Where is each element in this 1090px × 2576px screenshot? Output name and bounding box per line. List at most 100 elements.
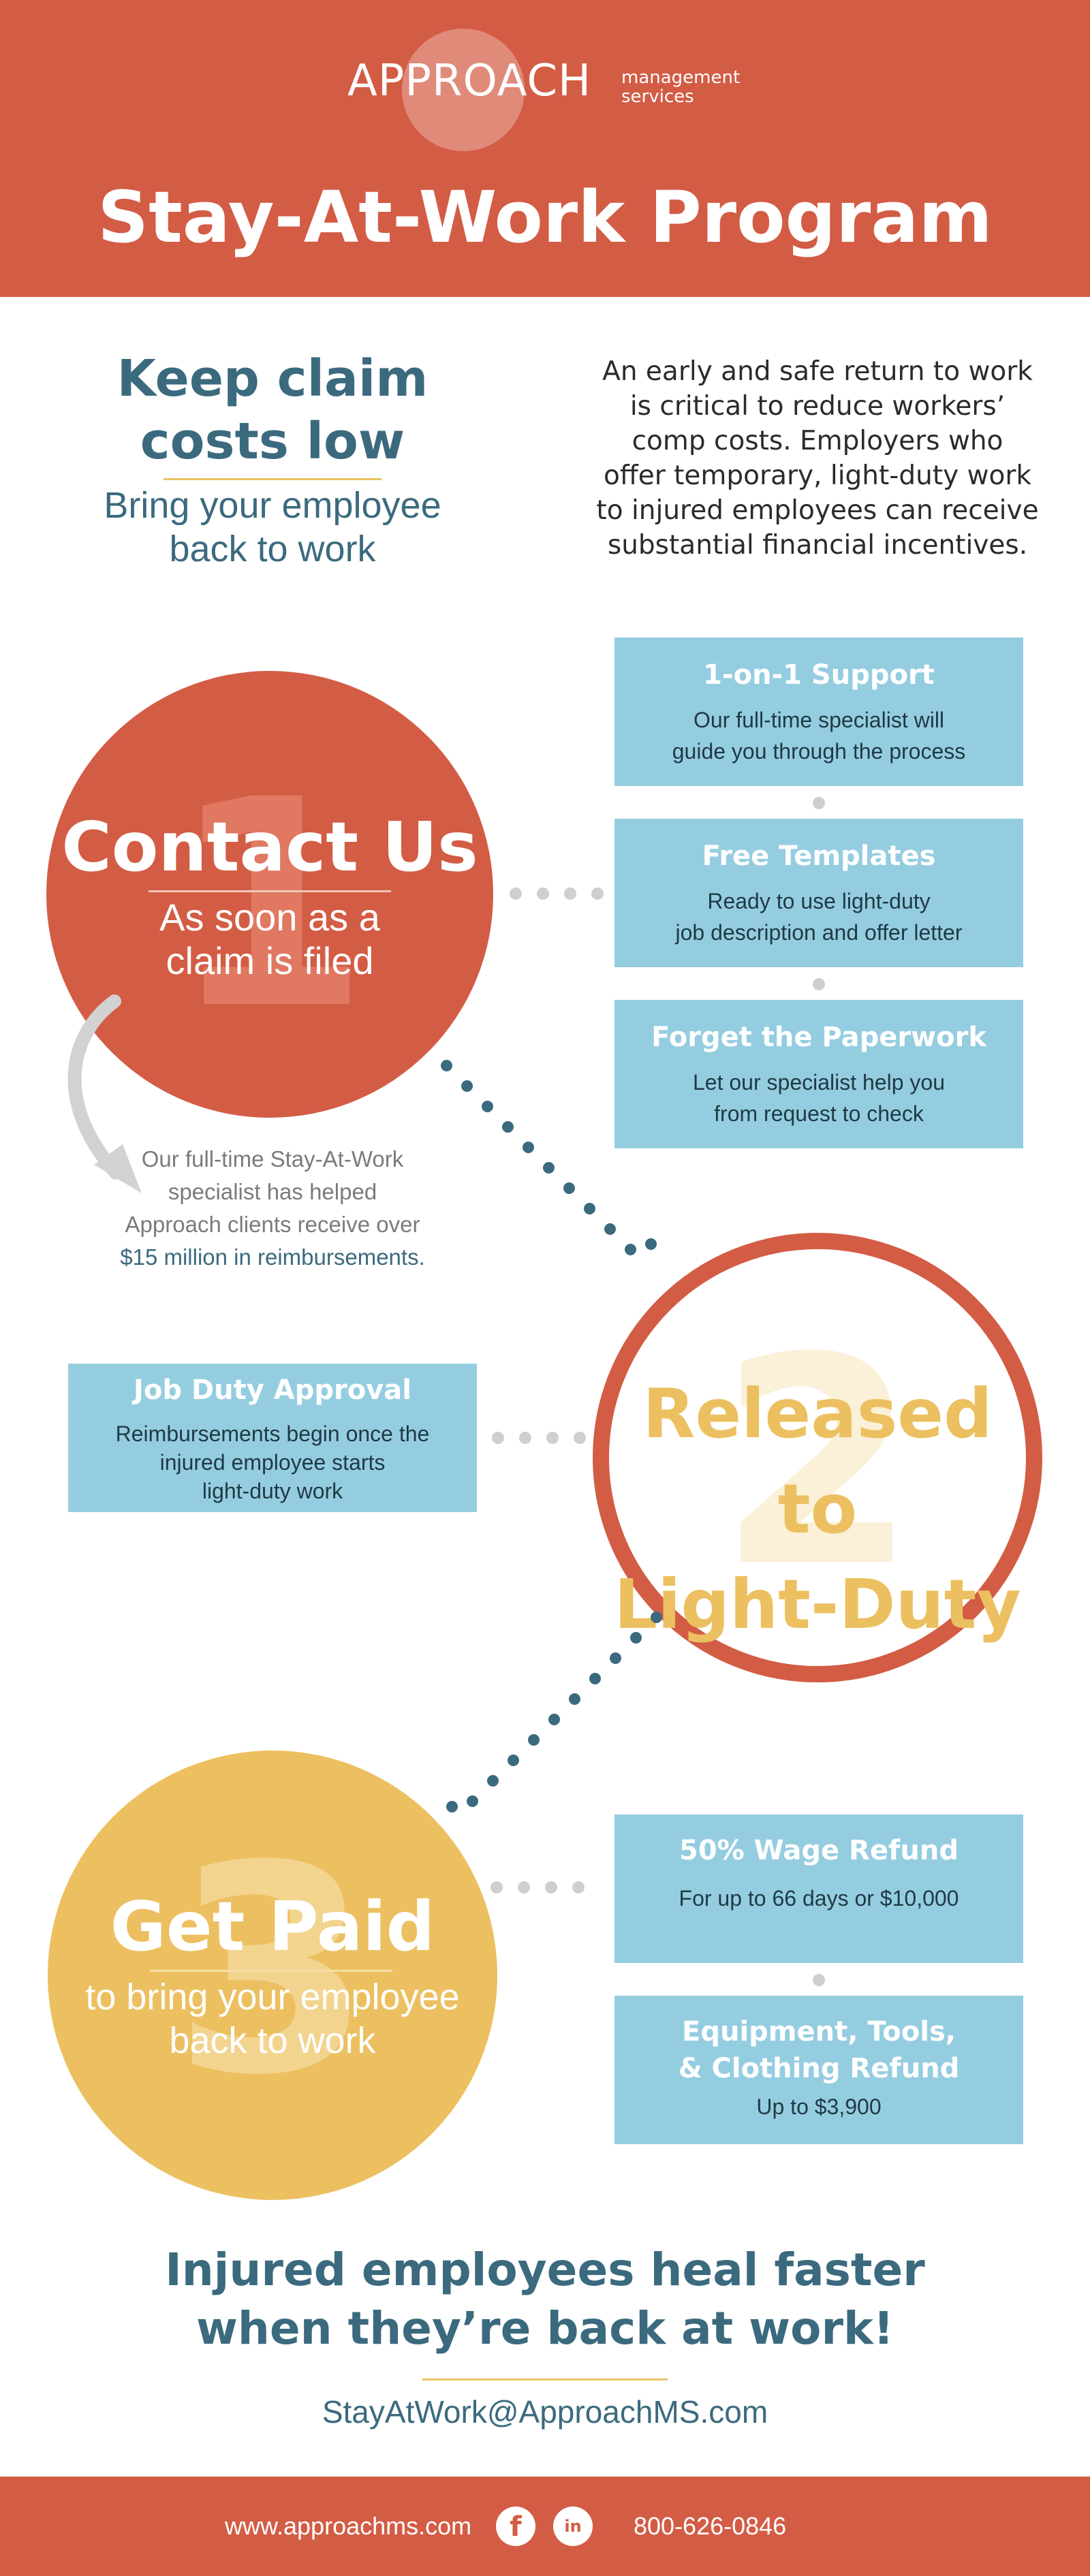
box-title: Free Templates <box>702 841 936 872</box>
step3-title: Get Paid <box>110 1887 435 1966</box>
intro-divider <box>164 478 382 480</box>
path-dot <box>508 1755 519 1766</box>
intro-description-line: An early and safe return to work <box>602 356 1033 387</box>
intro-description-line: to injured employees can receive <box>596 495 1039 526</box>
path-dot <box>487 1775 499 1787</box>
note-highlight: $15 million in reimbursements. <box>120 1244 425 1270</box>
curved-arrow-icon <box>67 994 142 1193</box>
logo-subtext-line1: management <box>621 67 741 88</box>
intro-description: An early and safe return to work is crit… <box>593 354 1042 563</box>
path-dot <box>482 1101 493 1112</box>
connector-dot <box>518 1881 530 1894</box>
box-wage-refund: 50% Wage Refund For up to 66 days or $10… <box>614 1815 1023 1963</box>
box-body: Up to $3,900 <box>756 2094 882 2119</box>
intro-subheading: Bring your employee back to work <box>95 484 450 571</box>
note-line: specialist has helped <box>168 1179 377 1204</box>
linkedin-icon[interactable]: in <box>553 2507 593 2546</box>
box-body: Let our specialist help you from request… <box>628 1067 1010 1129</box>
box-title: Forget the Paperwork <box>651 1022 986 1053</box>
logo-wordmark[interactable]: APPROACH <box>347 56 592 106</box>
connector-dot <box>545 1881 557 1894</box>
contact-email-link[interactable]: StayAtWork@ApproachMS.com <box>322 2394 768 2430</box>
intro-heading: Keep claim costs low <box>109 347 436 473</box>
box-title-line2: & Clothing Refund <box>678 2053 960 2084</box>
box-free-templates: Free Templates Ready to use light-duty j… <box>614 819 1023 967</box>
connector-dot <box>546 1432 559 1444</box>
connector-dot <box>574 1432 586 1444</box>
step1-subtitle-line2: claim is filed <box>166 939 374 982</box>
logo-subtext: management services <box>621 68 740 106</box>
box-body: For up to 66 days or $10,000 <box>679 1886 959 1911</box>
connector-dot <box>591 888 604 900</box>
box-title: 1-on-1 Support <box>703 659 935 691</box>
website-link[interactable]: www.approachms.com <box>225 2512 472 2540</box>
path-dot <box>604 1223 616 1235</box>
intro-heading-line1: Keep claim <box>116 349 429 408</box>
step2-title: Released to Light-Duty <box>609 1366 1026 1652</box>
box-body: Our full-time specialist will guide you … <box>628 704 1010 767</box>
note-line: Our full-time Stay-At-Work <box>141 1146 404 1172</box>
connector-dot <box>813 1974 825 1986</box>
box-body-line: job description and offer letter <box>675 920 963 945</box>
path-dot <box>543 1162 555 1174</box>
box-1on1-support: 1-on-1 Support Our full-time specialist … <box>614 638 1023 786</box>
step1-number: 1 <box>170 739 370 1072</box>
step1-subtitle-line1: As soon as a <box>159 896 380 939</box>
path-dot <box>645 1238 657 1250</box>
page-title: Stay-At-Work Program <box>97 176 993 259</box>
connector-dot <box>813 797 825 809</box>
step1-circle: 1 Contact Us As soon as a claim is filed <box>46 671 493 1118</box>
step1-subtitle: As soon as a claim is filed <box>46 896 493 983</box>
path-dot <box>461 1080 473 1092</box>
box-body-line: Let our specialist help you <box>693 1070 945 1095</box>
intro-heading-line2: costs low <box>140 412 405 471</box>
step3-divider <box>150 1970 392 1972</box>
facebook-icon[interactable]: f <box>496 2507 535 2546</box>
box-body-line: from request to check <box>714 1101 924 1126</box>
path-dot <box>548 1714 560 1725</box>
step1-title: Contact Us <box>61 807 478 887</box>
path-dot <box>651 1612 662 1623</box>
path-dot <box>625 1244 636 1255</box>
closing-message: Injured employees heal faster when they’… <box>136 2241 954 2358</box>
box-body-line: guide you through the process <box>672 739 966 764</box>
path-dot <box>502 1121 514 1133</box>
phone-number[interactable]: 800-626-0846 <box>634 2512 787 2540</box>
step1-divider <box>149 890 391 892</box>
path-dot <box>441 1060 452 1071</box>
step3-subtitle: to bring your employee back to work <box>48 1975 497 2062</box>
step2-title-line2: Light-Duty <box>614 1565 1021 1644</box>
path-dot <box>467 1795 478 1807</box>
intro-description-line: is critical to reduce workers’ <box>629 391 1006 422</box>
path-dot <box>584 1203 595 1214</box>
step2-circle: 2 Released to Light-Duty <box>593 1233 1042 1682</box>
box-forget-paperwork: Forget the Paperwork Let our specialist … <box>614 1000 1023 1148</box>
connector-dot <box>572 1881 585 1894</box>
connector-dot <box>537 888 549 900</box>
connector-dot <box>519 1432 531 1444</box>
path-dot <box>589 1673 601 1684</box>
box-title: 50% Wage Refund <box>679 1835 959 1866</box>
box-body-line: light-duty work <box>202 1479 343 1503</box>
box-job-duty-approval: Job Duty Approval Reimbursements begin o… <box>68 1364 477 1512</box>
path-dot <box>523 1142 534 1153</box>
box-body-line: Ready to use light-duty <box>707 889 931 913</box>
box-body: Ready to use light-duty job description … <box>628 885 1010 948</box>
logo-circle <box>402 29 525 151</box>
intro-description-line: offer temporary, light-duty work <box>603 460 1032 491</box>
step2-title-line1: Released to <box>642 1374 993 1549</box>
path-dot <box>528 1734 540 1746</box>
path-dot <box>563 1182 575 1194</box>
step3-circle: 3 Get Paid to bring your employee back t… <box>48 1750 497 2200</box>
box-body-line: injured employee starts <box>159 1450 386 1475</box>
closing-message-line1: Injured employees heal faster <box>165 2244 925 2296</box>
box-title: Equipment, Tools, & Clothing Refund <box>614 2013 1023 2087</box>
connector-dot <box>813 978 825 990</box>
step3-subtitle-line1: to bring your employee <box>85 1977 460 2017</box>
intro-subheading-line1: Bring your employee <box>104 485 441 526</box>
box-body: Reimbursements begin once the injured em… <box>82 1419 463 1505</box>
box-body-line: Our full-time specialist will <box>693 708 945 732</box>
footer-bar: www.approachms.com f in 800-626-0846 <box>0 2477 1090 2576</box>
path-dot <box>610 1652 621 1664</box>
path-dot <box>630 1632 642 1644</box>
